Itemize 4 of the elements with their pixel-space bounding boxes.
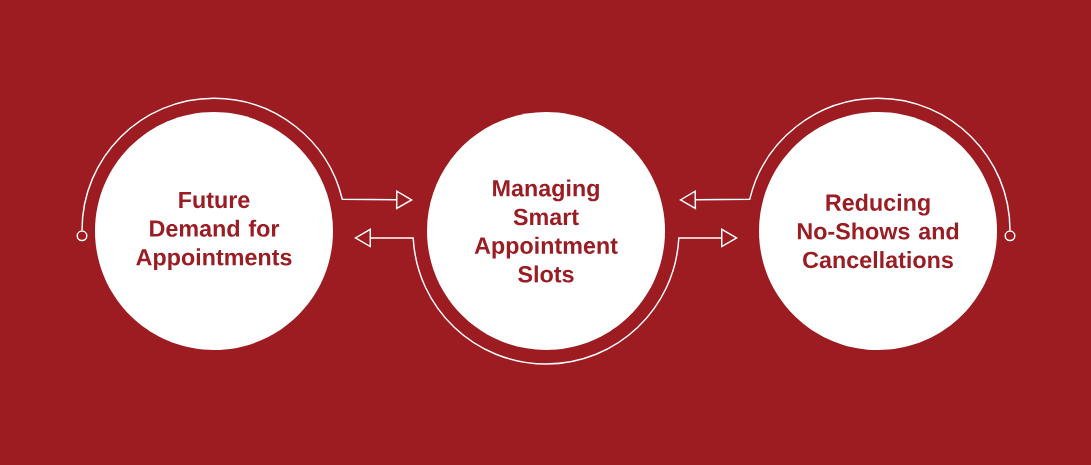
arrow bbox=[545, 228, 738, 365]
arrow bbox=[354, 228, 547, 365]
arrow bbox=[679, 97, 1011, 231]
arrow bbox=[81, 97, 413, 231]
